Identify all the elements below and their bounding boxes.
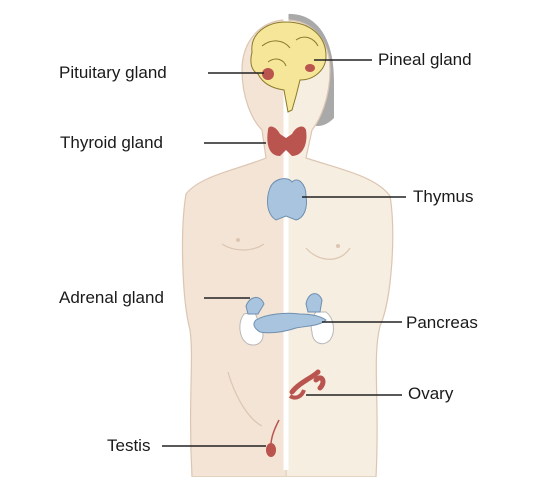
label-pituitary-gland: Pituitary gland xyxy=(59,63,167,82)
nipple-left xyxy=(236,238,240,242)
adrenal-gland-left-icon xyxy=(245,297,265,315)
testis-icon xyxy=(266,443,276,457)
label-thyroid-gland: Thyroid gland xyxy=(60,133,164,152)
leader-lines xyxy=(162,59,406,447)
pancreas-icon xyxy=(253,312,327,334)
label-pineal-gland: Pineal gland xyxy=(378,50,472,69)
brain-folds xyxy=(261,36,319,67)
thyroid-gland-icon xyxy=(267,126,307,156)
nipple-right xyxy=(336,244,340,248)
label-thymus: Thymus xyxy=(413,187,474,206)
hip-contour-left xyxy=(227,371,263,427)
body-left-half xyxy=(181,19,285,477)
ovary-icon xyxy=(289,369,326,395)
thymus-icon xyxy=(267,178,307,221)
pineal-gland-icon xyxy=(305,64,315,72)
ovary-tube-icon xyxy=(288,389,306,400)
chest-contour-right xyxy=(305,247,351,260)
body-right-half xyxy=(285,19,394,477)
pituitary-gland-icon xyxy=(262,68,274,80)
brain-icon xyxy=(250,21,327,113)
label-pancreas: Pancreas xyxy=(406,313,478,332)
testis-cord xyxy=(270,419,280,444)
label-testis: Testis xyxy=(107,436,151,455)
adrenal-gland-right-icon xyxy=(305,293,323,313)
label-adrenal-gland: Adrenal gland xyxy=(59,288,164,307)
label-ovary: Ovary xyxy=(408,384,454,403)
chest-contour-left xyxy=(221,243,265,251)
